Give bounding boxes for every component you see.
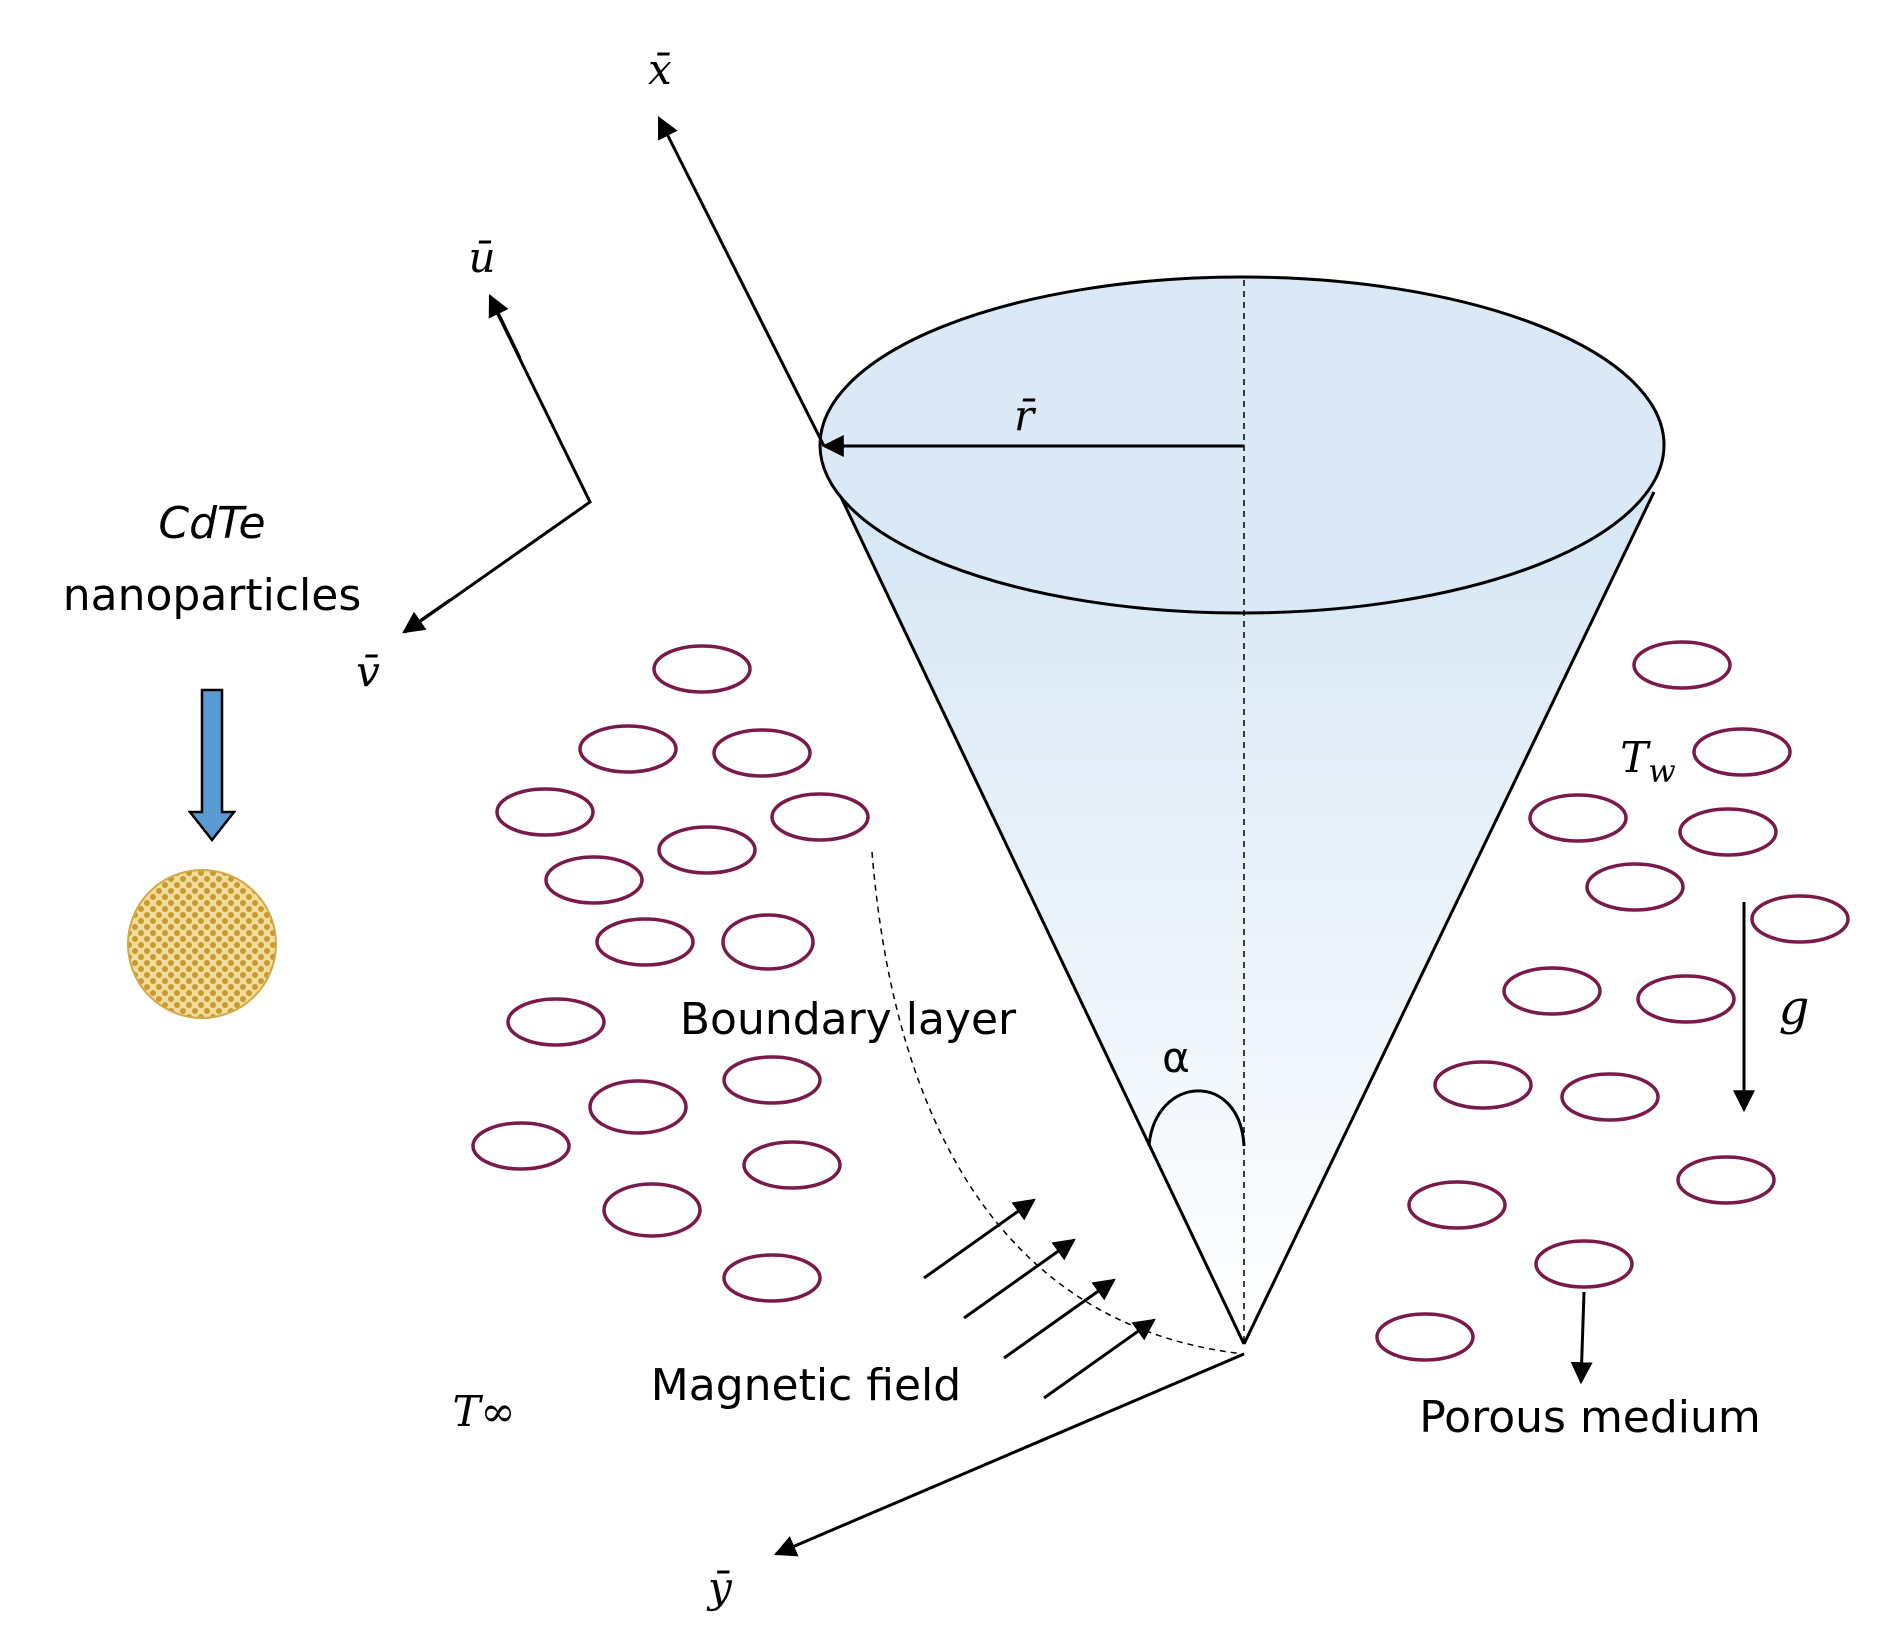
pore <box>1678 807 1778 857</box>
nanoparticle-sphere <box>127 869 277 1019</box>
magnetic-field-arrow <box>963 1238 1076 1320</box>
pore <box>1632 640 1732 690</box>
nanoparticle-name-label: CdTe <box>158 498 265 549</box>
y-axis-arrow <box>773 1352 1245 1557</box>
pore <box>471 1121 571 1171</box>
radius-label: r̄ <box>1014 391 1037 440</box>
pore <box>657 825 757 875</box>
pore <box>544 855 644 905</box>
magnetic-field-label: Magnetic field <box>651 1360 961 1411</box>
pore <box>595 917 695 967</box>
y-axis-label: ȳ <box>706 1563 733 1612</box>
pore <box>1585 862 1685 912</box>
ambient-temperature-label: T∞ <box>453 1387 516 1436</box>
nanoparticle-word-label: nanoparticles <box>63 570 362 621</box>
pores-right <box>1375 640 1850 1362</box>
x-axis-label: x̄ <box>648 45 672 94</box>
magnetic-field-arrow <box>1043 1318 1156 1400</box>
pore <box>1636 974 1736 1024</box>
pore <box>652 644 752 694</box>
cone-right-edge <box>1242 491 1656 1345</box>
v-velocity-arrow <box>402 598 451 634</box>
cone-body <box>840 492 1654 1344</box>
pore <box>506 997 606 1047</box>
pores-left <box>471 644 870 1303</box>
u-velocity-arrow <box>488 294 522 359</box>
pore <box>1433 1060 1533 1110</box>
pore <box>1676 1155 1776 1205</box>
pore <box>1750 894 1850 944</box>
pore <box>712 728 812 778</box>
pore <box>588 1079 688 1135</box>
gravity-label: g <box>1779 980 1810 1036</box>
magnetic-field-arrows <box>923 1198 1156 1400</box>
pore <box>578 724 678 774</box>
porous-medium-pointer <box>1570 1291 1593 1385</box>
pore <box>1534 1239 1634 1289</box>
pore <box>721 913 815 971</box>
pore <box>1502 966 1602 1016</box>
pore <box>742 1140 842 1190</box>
pore <box>602 1182 702 1238</box>
porous-medium-label: Porous medium <box>1419 1392 1761 1443</box>
wall-temperature-label: Tw <box>1620 733 1675 790</box>
u-velocity-label: ū <box>468 233 495 282</box>
pore <box>722 1253 822 1303</box>
pore <box>1375 1312 1475 1362</box>
magnetic-field-arrow <box>1003 1278 1116 1360</box>
u-v-axis-corner <box>404 297 592 634</box>
pore <box>770 792 870 842</box>
x-axis-arrow <box>657 116 826 447</box>
v-velocity-label: v̄ <box>356 647 380 696</box>
angle-alpha-label: α <box>1162 1033 1190 1082</box>
pore <box>1407 1180 1507 1230</box>
pore <box>722 1055 822 1105</box>
angle-alpha-arc <box>1147 1089 1246 1147</box>
pore <box>495 787 595 837</box>
pore <box>1692 727 1792 777</box>
boundary-layer-curve <box>871 851 1245 1355</box>
pore <box>1560 1072 1660 1122</box>
magnetic-field-arrow <box>923 1198 1036 1280</box>
pore <box>1528 793 1628 843</box>
nanoparticle-down-arrow <box>187 688 237 843</box>
cone-left-edge <box>838 494 1246 1345</box>
boundary-layer-label: Boundary layer <box>680 994 1017 1045</box>
